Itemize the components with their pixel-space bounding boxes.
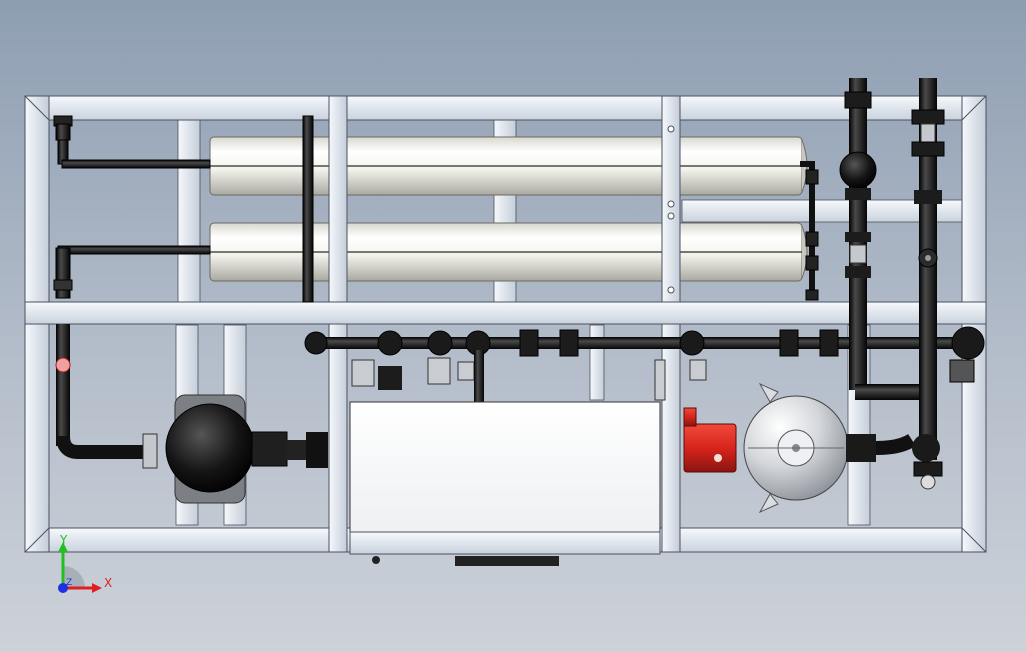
membrane-housing-bottom[interactable] — [209, 222, 808, 282]
triad-z-axis — [58, 583, 68, 593]
pump-inlet-pipe — [55, 324, 158, 469]
triad-y-label: Y — [59, 533, 68, 547]
lower-manifold — [304, 326, 985, 402]
orientation-triad: Y X Z — [58, 533, 112, 593]
triad-z-label: Z — [66, 578, 72, 588]
control-box[interactable] — [349, 401, 661, 566]
triad-x-arrow — [92, 583, 102, 593]
triad-x-label: X — [104, 576, 112, 590]
membrane-inlet-lines — [53, 115, 314, 303]
pressure-vessel[interactable] — [743, 382, 940, 514]
triad-y-arrow — [58, 542, 68, 552]
booster-valve-red[interactable] — [683, 407, 737, 473]
concentrate-return-pipe — [849, 300, 943, 490]
high-pressure-pump[interactable] — [165, 394, 328, 504]
vertical-pipe-right — [911, 78, 945, 304]
frame-posts-front — [24, 95, 987, 553]
membrane-outlet-lines — [800, 161, 819, 301]
membrane-housing-top[interactable] — [209, 136, 808, 196]
vertical-pipe-left — [839, 78, 877, 304]
